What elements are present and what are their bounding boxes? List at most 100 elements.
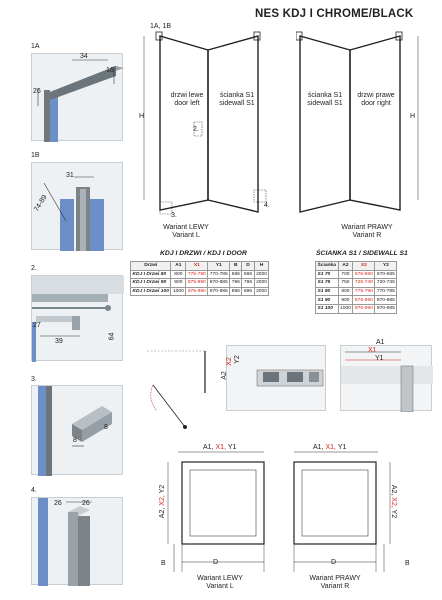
front-right-variant-en: Variant R (352, 232, 382, 239)
table-row: S1 100 1000 975-990 970-985 (315, 303, 398, 314)
detail-2 (31, 275, 124, 362)
table-cell: S1 75 (315, 278, 339, 288)
table-cell: 750 (337, 278, 354, 288)
detail-1b-width: 31 (66, 172, 74, 179)
front-right-door-pl: drzwi prawe (357, 92, 395, 99)
wall-table-header: X2 (352, 261, 376, 271)
hinge-x2: X2 (225, 357, 233, 366)
detail-4-drawing (38, 498, 92, 586)
plan-right-x2: X2, (390, 497, 398, 508)
top-marker: 1A, 1B (150, 23, 172, 30)
front-left-variant: Wariant LEWY Variant L (156, 224, 216, 240)
hinge-a2: A2 (220, 371, 228, 380)
table-row: KDJ I Drzwi 90 900 875-890 870-885 796 7… (129, 278, 270, 288)
plan-right-top: A1, X1, Y1 (313, 444, 346, 451)
plan-left-drawing (167, 451, 265, 572)
door-table-header: X1 (185, 261, 209, 271)
front-right-wall-en: sidewall S1 (307, 100, 343, 107)
table-cell: 970-985 (207, 286, 231, 297)
front-left-wall-en: sidewall S1 (219, 100, 255, 107)
door-table-header: H (253, 261, 270, 271)
table-cell: 770-785 (374, 286, 398, 297)
table-cell: 796 (229, 278, 243, 288)
table-cell: 2000 (253, 269, 270, 280)
door-table-header: Drzwi (129, 261, 172, 271)
detail-1a (31, 53, 124, 142)
wall-table: Ścianka A2 X2 Y2 S1 70 700 675-690 670-6… (315, 261, 398, 314)
door-table: Drzwi A1 X1 Y1 B D H KDJ I Drzwi 80 800 … (129, 261, 270, 297)
front-left-m3: 3. (171, 212, 177, 219)
table-cell: S1 100 (315, 303, 339, 314)
front-left-m2: 2. (193, 126, 199, 133)
front-left-drawing (143, 31, 267, 215)
plan-left-variant-pl: Wariant LEWY (197, 575, 243, 582)
plan-left-y2: Y2 (159, 484, 167, 494)
table-row: KDJ I Drzwi 100 1000 975-990 970-985 896… (129, 286, 270, 297)
plan-right-b: B (405, 560, 410, 567)
table-cell: 696 (241, 269, 255, 280)
front-left-door-en: door left (174, 100, 200, 107)
table-cell: 900 (170, 278, 187, 288)
detail-1b-label: 1B (31, 152, 40, 159)
detail-1a-height: 16 (106, 67, 114, 74)
detail-4 (31, 497, 123, 586)
table-row: S1 90 900 875-890 870-885 (315, 295, 398, 305)
front-right-door-en: door right (361, 100, 391, 107)
plan-right-y2: Y2 (390, 509, 398, 519)
front-right-door: drzwi prawe door right (352, 92, 400, 108)
table-cell: S1 90 (315, 295, 339, 305)
plan-right-d: D (331, 559, 337, 566)
page-title: NES KDJ I CHROME/BLACK (255, 8, 414, 20)
plan-left-top: A1, X1, Y1 (203, 444, 236, 451)
plan-right-drawing (293, 451, 391, 572)
table-cell: 1000 (170, 286, 187, 297)
wall-table-header: Ścianka (315, 261, 339, 271)
plan-right-variant-en: Variant R (320, 583, 350, 590)
door-table-header: A1 (170, 261, 187, 271)
plan-left-y1: Y1 (227, 444, 237, 451)
plan-left-a2: A2, (159, 507, 167, 519)
plan-right-y1: Y1 (337, 444, 347, 451)
front-right-h: H (410, 113, 416, 120)
detail-4-label: 4. (31, 487, 37, 494)
front-left-wall-pl: ścianka S1 (219, 92, 255, 99)
front-left-door: drzwi lewe door left (165, 92, 209, 108)
table-cell: S1 80 (315, 286, 339, 297)
table-cell: 900 (337, 295, 354, 305)
detail-1b-drawing (43, 176, 104, 251)
plan-left-side: A2, X2, Y2 (159, 485, 166, 518)
detail-1a-side: 26 (33, 88, 41, 95)
front-left-variant-pl: Wariant LEWY (163, 224, 209, 231)
front-left-h: H (139, 113, 145, 120)
detail-1a-label: 1A (31, 43, 40, 50)
detail-3-drawing (38, 386, 112, 476)
table-cell: 970-985 (374, 303, 398, 314)
table-row: S1 75 750 725-740 720-735 (315, 278, 398, 288)
plan-right-x1: X1, (325, 444, 336, 451)
table-cell: 796 (241, 278, 255, 288)
profile-detail-drawing (341, 351, 433, 412)
table-cell: 1000 (337, 303, 354, 314)
front-right-variant: Wariant PRAWY Variant R (336, 224, 398, 240)
table-cell: 700 (337, 269, 354, 280)
table-cell: S1 70 (315, 269, 339, 280)
door-table-header: D (241, 261, 255, 271)
table-cell: KDJ I Drzwi 80 (129, 269, 172, 280)
detail-1b (31, 162, 123, 251)
detail-1a-drawing (37, 59, 124, 142)
table-cell: 775-790 (185, 269, 209, 280)
front-left-variant-en: Variant L (172, 232, 200, 239)
front-right-variant-pl: Wariant PRAWY (341, 224, 393, 231)
profile-a1: A1 (376, 339, 385, 346)
plan-left-b: B (161, 560, 166, 567)
plan-right-a1: A1, (313, 444, 324, 451)
plan-right-side: A2, X2, Y2 (390, 485, 397, 518)
table-cell: KDJ I Drzwi 100 (129, 286, 172, 297)
table-cell: 975-990 (185, 286, 209, 297)
table-cell: 775-790 (352, 286, 376, 297)
table-row: KDJ I Drzwi 80 800 775-790 770-785 696 6… (129, 269, 270, 280)
plan-right-variant: Wariant PRAWY Variant R (302, 575, 368, 591)
table-cell: 975-990 (352, 303, 376, 314)
detail-2-h1: 27 (33, 322, 41, 329)
detail-2-label: 2. (31, 265, 37, 272)
